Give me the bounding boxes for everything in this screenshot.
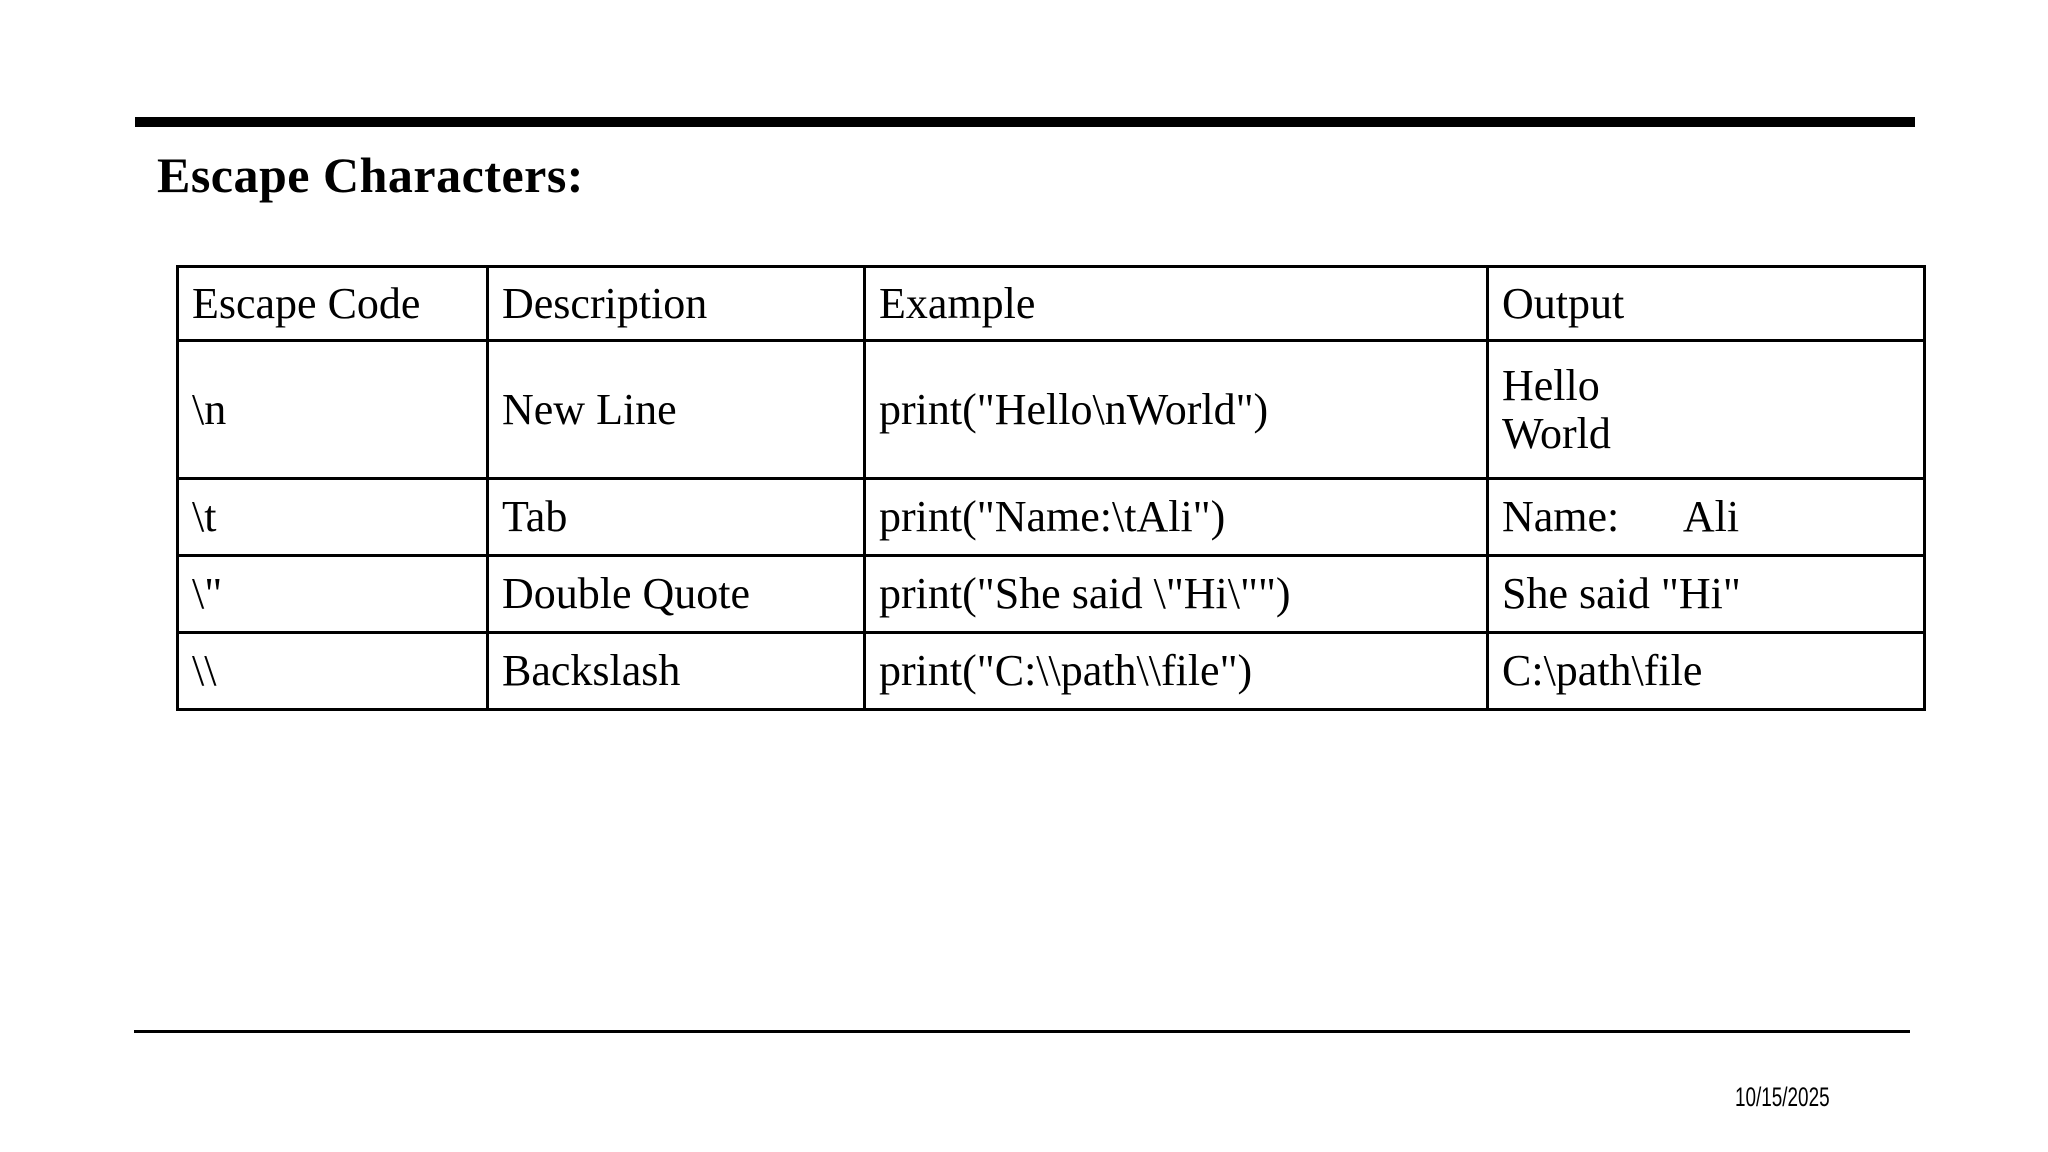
page-title: Escape Characters: xyxy=(157,147,584,203)
cell-example: print("Hello\nWorld") xyxy=(863,339,1489,480)
cell-escape-code: \n xyxy=(176,339,489,480)
column-header-description: Description xyxy=(486,265,866,342)
cell-output: Name: Ali xyxy=(1486,477,1926,557)
cell-description: New Line xyxy=(486,339,866,480)
column-header-escape-code: Escape Code xyxy=(176,265,489,342)
table-row: \\ Backslash print("C:\\path\\file") C:\… xyxy=(176,631,1926,711)
slide-date: 10/15/2025 xyxy=(1735,1082,1830,1112)
cell-output: C:\path\file xyxy=(1486,631,1926,711)
top-horizontal-rule xyxy=(135,117,1915,127)
cell-description: Double Quote xyxy=(486,554,866,634)
table-row: \" Double Quote print("She said \"Hi\"")… xyxy=(176,554,1926,634)
cell-description: Backslash xyxy=(486,631,866,711)
cell-escape-code: \\ xyxy=(176,631,489,711)
column-header-output: Output xyxy=(1486,265,1926,342)
cell-example: print("C:\\path\\file") xyxy=(863,631,1489,711)
cell-example: print("Name:\tAli") xyxy=(863,477,1489,557)
cell-escape-code: \t xyxy=(176,477,489,557)
cell-output: She said "Hi" xyxy=(1486,554,1926,634)
cell-example: print("She said \"Hi\"") xyxy=(863,554,1489,634)
column-header-example: Example xyxy=(863,265,1489,342)
escape-characters-table: Escape Code Description Example Output \… xyxy=(176,265,1926,711)
table-row: \n New Line print("Hello\nWorld") Hello … xyxy=(176,339,1926,480)
table-header-row: Escape Code Description Example Output xyxy=(176,265,1926,342)
cell-output: Hello World xyxy=(1486,339,1926,480)
cell-description: Tab xyxy=(486,477,866,557)
bottom-horizontal-rule xyxy=(134,1030,1910,1033)
cell-escape-code: \" xyxy=(176,554,489,634)
table-row: \t Tab print("Name:\tAli") Name: Ali xyxy=(176,477,1926,557)
